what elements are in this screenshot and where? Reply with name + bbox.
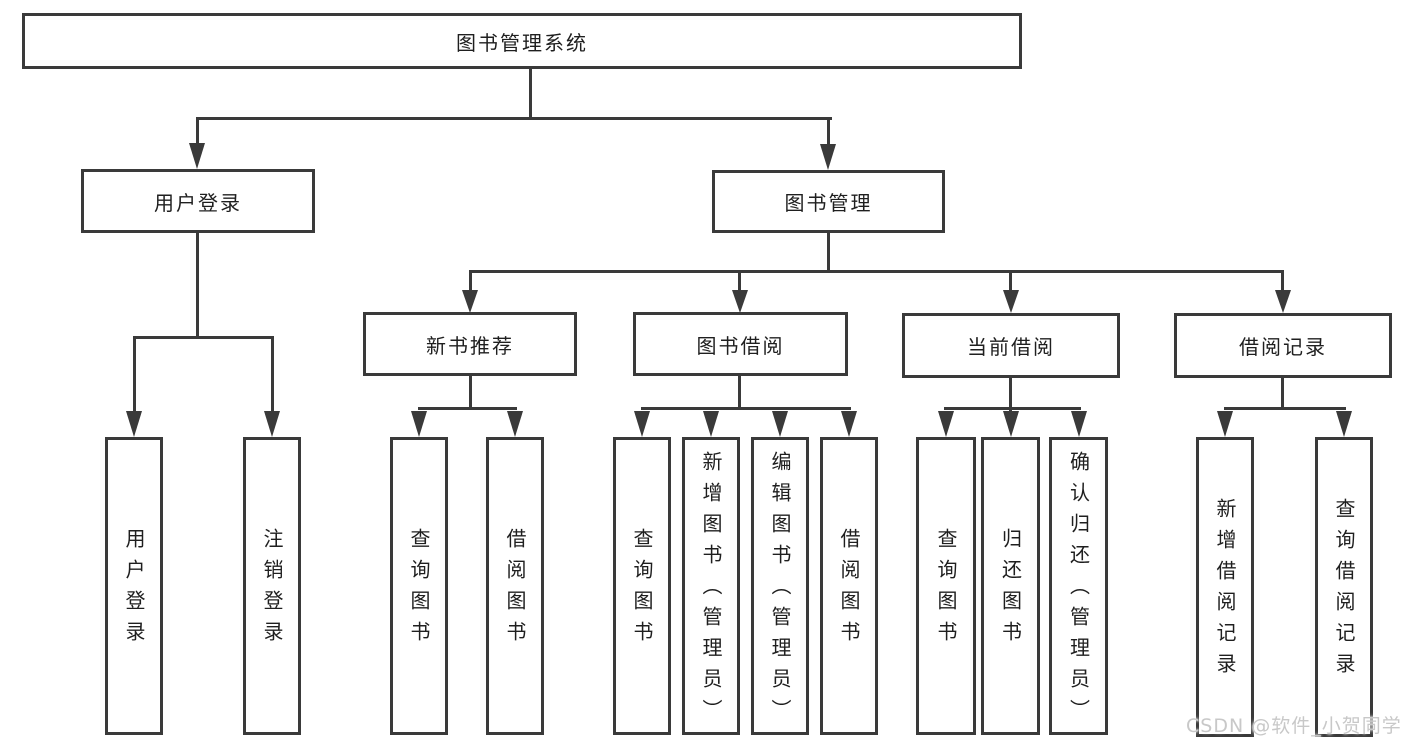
arrowhead [507,411,523,437]
connector-line [418,407,517,410]
arrowhead [820,144,836,170]
connector-line [133,336,274,339]
connector-line [196,117,832,120]
leaf-cb-confirm-return: 确认归还（管理员） [1049,437,1108,735]
arrowhead [703,411,719,437]
arrowhead [411,411,427,437]
connector-line [827,233,830,273]
arrowhead [189,143,205,169]
connector-line [827,119,830,146]
connector-line [196,233,199,339]
arrowhead [732,290,748,313]
leaf-user-login: 用户登录 [105,437,163,735]
arrowhead [938,411,954,437]
leaf-br-query-record: 查询借阅记录 [1315,437,1373,737]
arrowhead [772,411,788,437]
arrowhead [1336,411,1352,437]
leaf-nbr-borrow-books: 借阅图书 [486,437,544,735]
connector-line [196,119,199,145]
node-borrow-records: 借阅记录 [1174,313,1392,378]
arrowhead [126,411,142,437]
arrowhead [841,411,857,437]
arrowhead [1003,290,1019,313]
leaf-bb-edit-books: 编辑图书（管理员） [751,437,809,735]
connector-line [738,376,741,410]
connector-line [469,272,472,291]
connector-line [1009,272,1012,291]
connector-line [641,407,851,410]
connector-line [1009,378,1012,411]
connector-line [1224,407,1346,410]
arrowhead [634,411,650,437]
connector-line [944,407,1081,410]
connector-line [271,338,274,413]
leaf-br-add-record: 新增借阅记录 [1196,437,1254,737]
leaf-cb-query-books: 查询图书 [916,437,976,735]
connector-line [469,270,1284,273]
arrowhead [264,411,280,437]
node-new-book-recommend: 新书推荐 [363,312,577,376]
connector-line [738,272,741,291]
arrowhead [1275,290,1291,313]
leaf-cb-return-books: 归还图书 [981,437,1040,735]
connector-line [133,338,136,413]
watermark: CSDN @软件_小贺同学 [1186,715,1402,737]
connector-line [1281,378,1284,410]
node-user-login: 用户登录 [81,169,315,233]
leaf-nbr-query-books: 查询图书 [390,437,448,735]
arrowhead [1003,411,1019,437]
node-book-borrow: 图书借阅 [633,312,848,376]
leaf-bb-borrow-books: 借阅图书 [820,437,878,735]
node-book-management: 图书管理 [712,170,945,233]
leaf-logout: 注销登录 [243,437,301,735]
node-current-borrow: 当前借阅 [902,313,1120,378]
arrowhead [462,290,478,313]
leaf-bb-query-books: 查询图书 [613,437,671,735]
connector-line [469,376,472,410]
node-library-system: 图书管理系统 [22,13,1022,69]
arrowhead [1071,411,1087,437]
leaf-bb-add-books: 新增图书（管理员） [682,437,740,735]
connector-line [1281,272,1284,291]
arrowhead [1217,411,1233,437]
connector-line [529,69,532,117]
